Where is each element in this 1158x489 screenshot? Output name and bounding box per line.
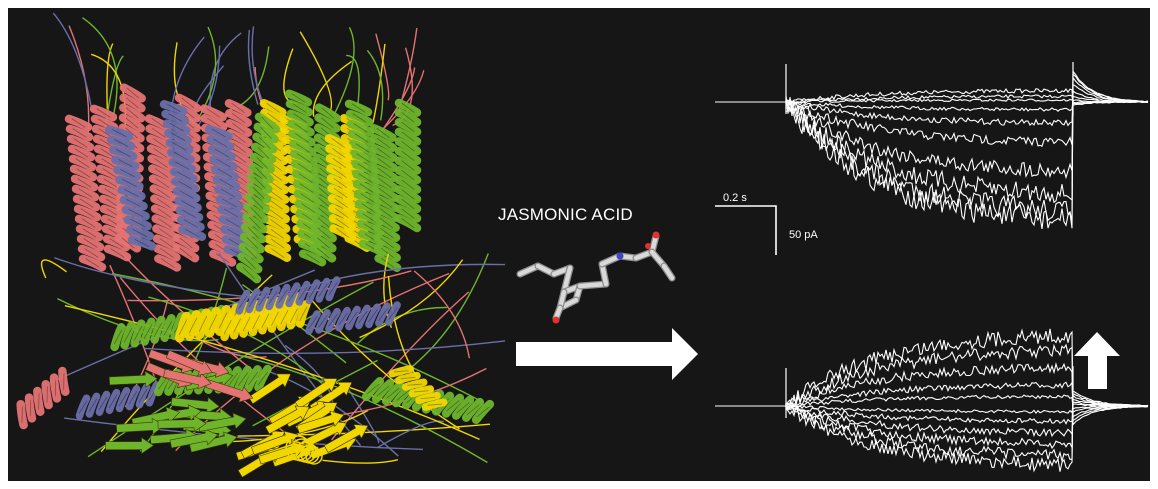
current-traces-bottom [715,328,1149,473]
scale-bar [715,205,777,255]
figure-panel: JASMONIC ACID 0.2 s 50 pA [8,8,1150,481]
protein-structure [16,12,506,478]
molecule-model [516,231,676,324]
figure-canvas [16,12,1149,478]
current-traces-top [715,62,1149,229]
current-scale-label: 50 pA [789,229,818,241]
time-scale-label: 0.2 s [723,192,747,204]
up-arrow-icon [1074,332,1120,389]
compound-label: JASMONIC ACID [498,205,633,224]
right-arrow-icon [516,328,698,380]
